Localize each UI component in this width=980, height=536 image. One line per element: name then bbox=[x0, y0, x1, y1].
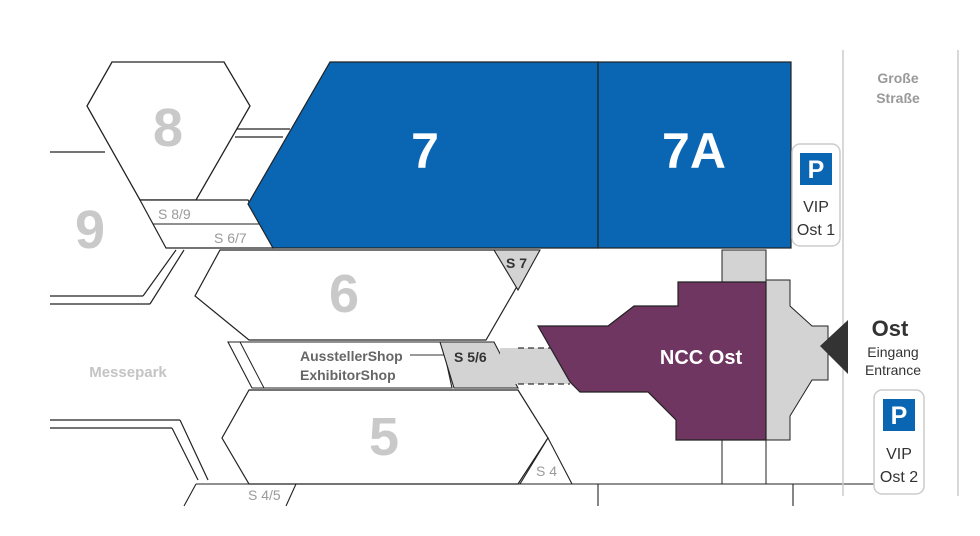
parking-icon: P bbox=[891, 402, 908, 430]
parking-1-line2: Ost 1 bbox=[797, 222, 835, 239]
ncc-east-annex bbox=[765, 279, 829, 441]
street-name-line1: Große bbox=[877, 70, 918, 86]
shop-label-en: ExhibitorShop bbox=[300, 367, 396, 383]
messepark-label: Messepark bbox=[89, 364, 167, 381]
hall-7[interactable] bbox=[247, 61, 599, 249]
ncc-ost[interactable] bbox=[536, 281, 767, 441]
passage-s5-6[interactable] bbox=[439, 341, 519, 389]
parking-1-line1: VIP bbox=[803, 199, 829, 216]
hall-8-label: 8 bbox=[153, 98, 183, 158]
parking-vip-ost-2[interactable]: P VIP Ost 2 bbox=[873, 389, 925, 495]
passage-s5-6-label: S 5/6 bbox=[454, 349, 487, 365]
hall-7a-label: 7A bbox=[662, 123, 726, 179]
connector-7a-ncc bbox=[721, 249, 767, 285]
shop-label-de: AusstellerShop bbox=[300, 348, 403, 364]
passage-s4-5-label: S 4/5 bbox=[248, 487, 281, 503]
hall-7a[interactable] bbox=[597, 61, 792, 249]
entrance-name: Ost bbox=[872, 316, 909, 341]
shop-edge-line bbox=[239, 341, 265, 389]
passage-s6-7-label: S 6/7 bbox=[214, 230, 247, 246]
passage-s4-label: S 4 bbox=[536, 463, 557, 479]
exhibitor-shop-area[interactable] bbox=[227, 341, 453, 389]
parking-2-line2: Ost 2 bbox=[880, 469, 918, 486]
hall-5-label: 5 bbox=[369, 407, 399, 467]
passage-s8-9-label: S 8/9 bbox=[158, 206, 191, 222]
left-access-lines bbox=[50, 128, 290, 481]
passage-s7[interactable] bbox=[493, 249, 541, 292]
passage-s7-label: S 7 bbox=[506, 255, 527, 271]
parking-icon: P bbox=[808, 156, 825, 184]
bottom-edge-lines bbox=[183, 483, 920, 507]
hall-7-label: 7 bbox=[411, 123, 439, 179]
entrance-label-en: Entrance bbox=[865, 362, 921, 378]
hall-9-label: 9 bbox=[75, 200, 105, 260]
hall-6-label: 6 bbox=[329, 264, 359, 324]
ncc-ost-label: NCC Ost bbox=[660, 347, 743, 369]
entrance-arrow-icon[interactable] bbox=[820, 320, 848, 374]
entrance-label-de: Eingang bbox=[867, 344, 918, 360]
parking-2-line1: VIP bbox=[886, 446, 912, 463]
street-name-line2: Straße bbox=[876, 90, 920, 106]
hall-6[interactable] bbox=[194, 249, 540, 341]
parking-vip-ost-1[interactable]: P VIP Ost 1 bbox=[791, 143, 841, 247]
